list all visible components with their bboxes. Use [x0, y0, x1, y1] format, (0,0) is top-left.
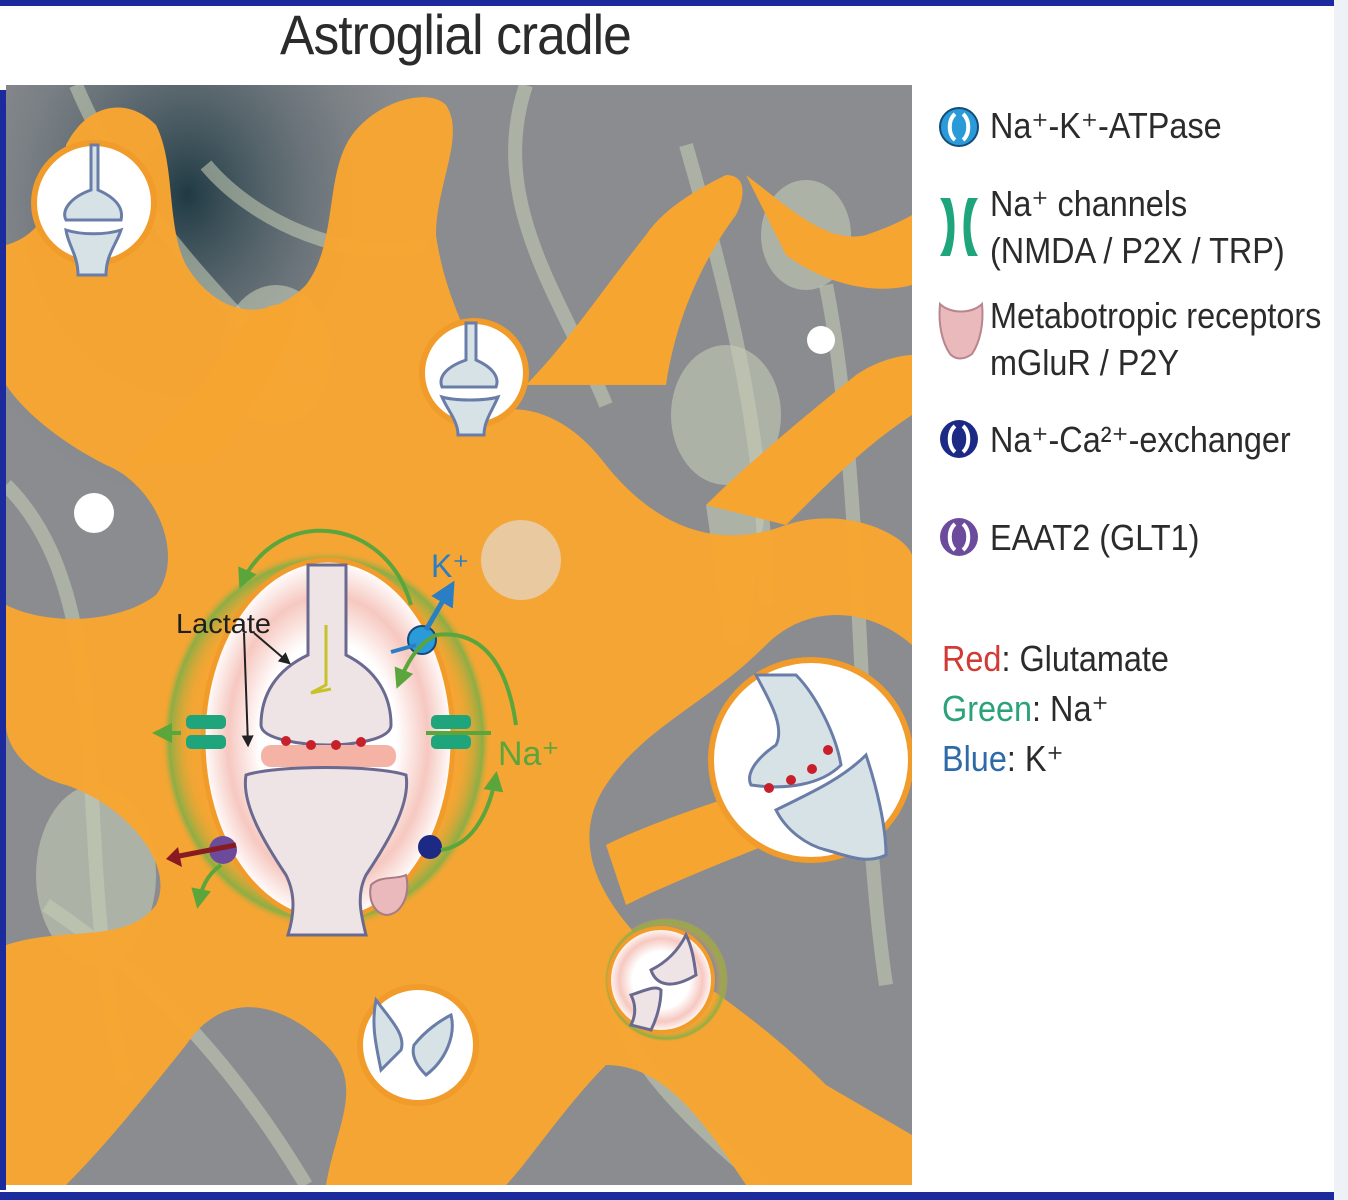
legend-label-na-channels-types: (NMDA / P2X / TRP) — [990, 230, 1285, 271]
left-frame-edge — [0, 90, 6, 1190]
color-key-red-word: Red — [942, 638, 1002, 679]
na-channel-icon — [940, 198, 978, 256]
color-key-red-meaning: : Glutamate — [1001, 638, 1169, 679]
color-key-green: Green: Na⁺ — [942, 688, 1109, 730]
color-key-green-word: Green — [942, 688, 1033, 729]
k-label: K⁺ — [431, 548, 469, 584]
transporter-bubble — [807, 326, 835, 354]
transporter-bubble — [74, 493, 114, 533]
color-key-red: Red: Glutamate — [942, 638, 1169, 680]
legend-label-na-channels: Na⁺ channels — [990, 183, 1188, 224]
synapse-right — [708, 657, 912, 863]
legend-label-na-k-atpase: Na⁺-K⁺-ATPase — [990, 105, 1222, 146]
legend-label-metabotropic-types: mGluR / P2Y — [990, 342, 1180, 383]
color-key-green-meaning: : Na⁺ — [1032, 688, 1109, 729]
na-label: Na⁺ — [498, 735, 559, 773]
na-ca-exchanger-icon — [940, 420, 978, 458]
synapse-top-center — [419, 318, 529, 437]
color-key-blue-word: Blue — [942, 738, 1007, 779]
figure-title: Astroglial cradle — [280, 3, 632, 66]
legend-label-metabotropic: Metabotropic receptors — [990, 295, 1322, 336]
eaat2-icon — [940, 518, 978, 556]
legend-label-eaat2: EAAT2 (GLT1) — [990, 517, 1200, 558]
synapse-bottom-center — [357, 984, 479, 1106]
main-synapse — [152, 528, 518, 937]
right-frame-edge — [1334, 0, 1348, 1200]
legend-label-na-ca-exchanger: Na⁺-Ca²⁺-exchanger — [990, 419, 1291, 460]
metabotropic-receptor-icon — [938, 301, 984, 360]
color-key-blue: Blue: K⁺ — [942, 738, 1064, 780]
astroglial-cradle-diagram: Lactate K⁺ Na⁺ — [6, 85, 912, 1185]
na-k-atpase-icon — [939, 107, 979, 147]
synapse-bottom-right — [604, 918, 728, 1042]
lactate-label: Lactate — [176, 608, 271, 639]
color-key-blue-meaning: : K⁺ — [1006, 738, 1064, 779]
synapse-top-left — [31, 140, 157, 277]
